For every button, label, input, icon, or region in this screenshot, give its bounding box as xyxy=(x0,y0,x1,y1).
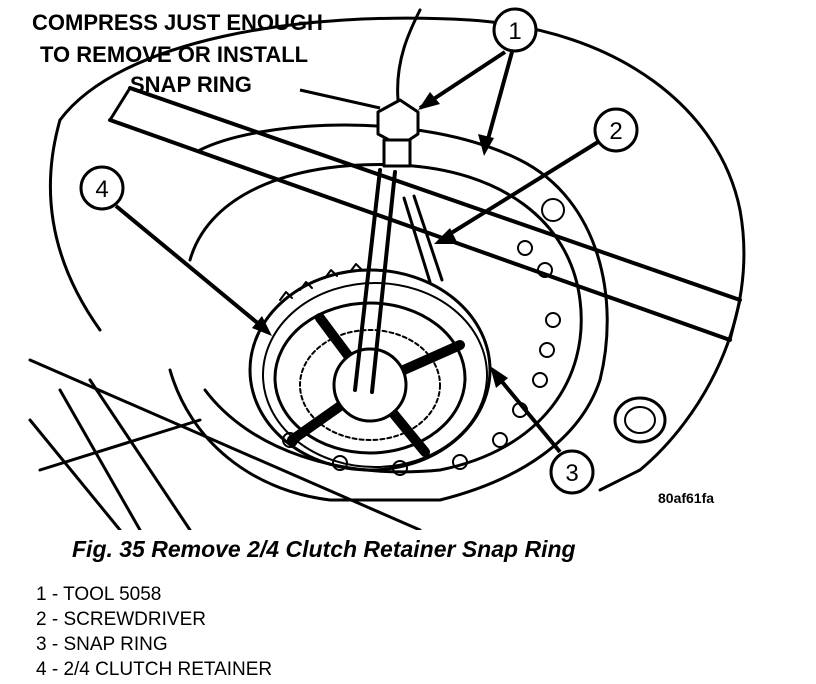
callout-1-label: 1 xyxy=(508,18,521,45)
tool-screw-head xyxy=(376,98,420,148)
legend-item: 2 - SCREWDRIVER xyxy=(36,609,206,630)
instruction-leader xyxy=(299,88,381,110)
legend-item: 4 - 2/4 CLUTCH RETAINER xyxy=(36,659,273,680)
legend-item: 3 - SNAP RING xyxy=(36,634,168,655)
case-housing xyxy=(168,123,609,502)
case-plug xyxy=(613,396,667,444)
callout-4: 4 xyxy=(79,165,272,336)
callout-3: 3 xyxy=(490,366,595,495)
case-outline xyxy=(58,16,746,492)
clutch-retainer-illustration: COMPRESS JUST ENOUGH TO REMOVE OR INSTAL… xyxy=(28,7,746,530)
hub xyxy=(332,347,408,423)
callout-4-label: 4 xyxy=(95,176,108,203)
frame-lines xyxy=(28,358,422,530)
legend-item: 1 - TOOL 5058 xyxy=(36,584,162,605)
reference-code: 80af61fa xyxy=(658,490,714,506)
tool-screw xyxy=(353,168,397,394)
instruction-line-1: COMPRESS JUST ENOUGH xyxy=(32,10,323,35)
callout-1: 1 xyxy=(418,7,538,156)
callout-2-label: 2 xyxy=(609,118,622,145)
legend: 1 - TOOL 5058 2 - SCREWDRIVER 3 - SNAP R… xyxy=(36,582,272,682)
instruction-line-2: TO REMOVE OR INSTALL xyxy=(40,42,308,67)
retainer-tabs xyxy=(279,263,363,301)
tool-bar xyxy=(108,86,742,342)
snap-ring xyxy=(262,282,488,468)
threaded-hole xyxy=(541,198,565,222)
screwdriver xyxy=(396,8,444,284)
case-edge-lower xyxy=(48,118,102,332)
callout-3-label: 3 xyxy=(565,460,578,487)
instruction-line-3: SNAP RING xyxy=(130,72,252,97)
figure-caption: Fig. 35 Remove 2/4 Clutch Retainer Snap … xyxy=(72,536,576,562)
callout-2: 2 xyxy=(434,107,639,244)
